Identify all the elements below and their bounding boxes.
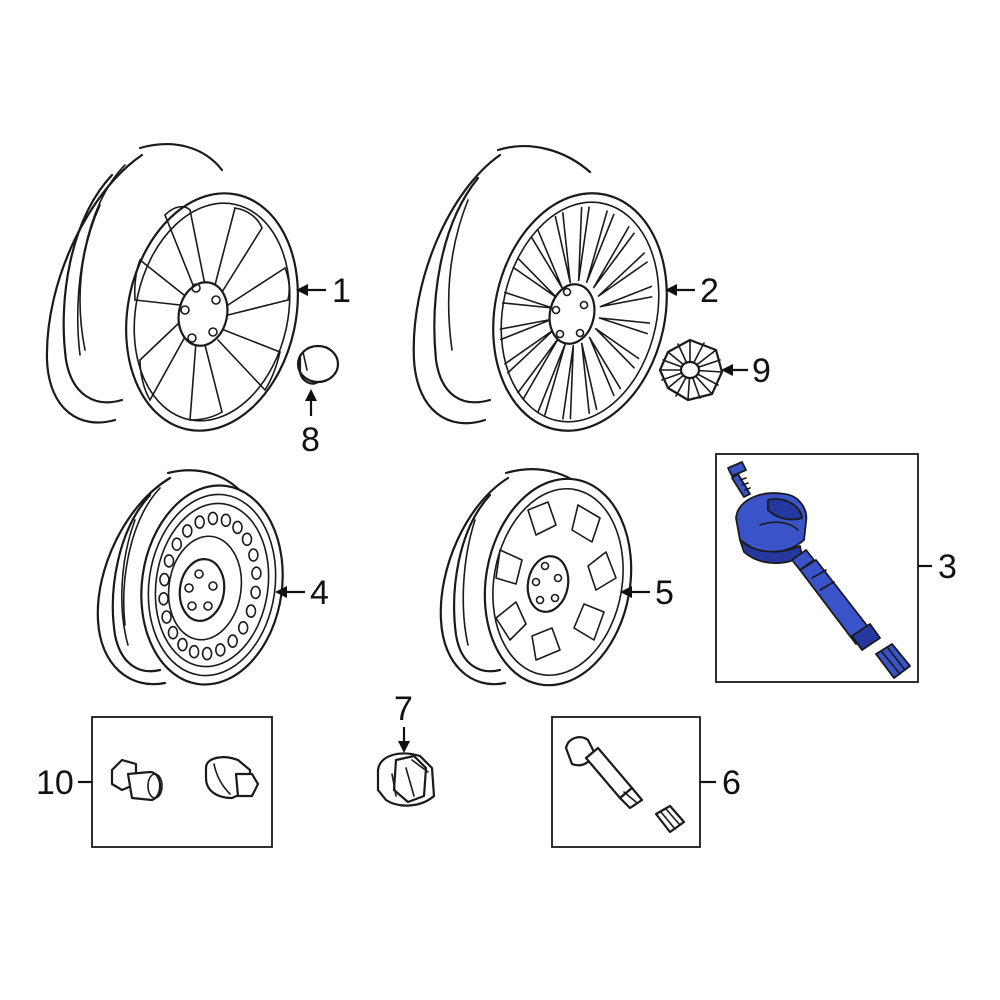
wheel-lock-set-10[interactable] xyxy=(91,716,273,848)
callout-8-label: 8 xyxy=(301,421,320,459)
vent-hole xyxy=(250,585,261,600)
vent-hole xyxy=(182,524,193,538)
callout-4-label: 4 xyxy=(310,574,329,612)
vent-hole xyxy=(227,634,238,648)
spoke-line xyxy=(594,327,640,369)
tpms-valve-cap xyxy=(875,643,911,679)
callout-6-label: 6 xyxy=(722,764,741,802)
vent-hole xyxy=(232,520,243,535)
spoke-line xyxy=(588,336,622,397)
callout-5-label: 5 xyxy=(655,574,674,612)
spoke-line xyxy=(598,317,651,335)
spoke-line xyxy=(517,337,560,400)
spoke-line xyxy=(562,344,575,420)
wheel-5-alloy-window[interactable] xyxy=(439,467,647,697)
callout-1: 1 xyxy=(296,272,351,310)
vent-hole xyxy=(159,572,170,587)
vent-hole xyxy=(220,513,232,528)
callout-1-label: 1 xyxy=(332,272,351,310)
callout-4: 4 xyxy=(275,574,329,612)
spoke-line xyxy=(537,343,566,416)
vent-hole xyxy=(167,625,179,640)
callout-10: 10 xyxy=(36,764,92,802)
spoke-line xyxy=(581,342,598,414)
callout-7-label: 7 xyxy=(394,690,413,728)
spoke-line xyxy=(512,257,558,299)
vent-hole xyxy=(241,532,253,547)
valve-stem-kit-6[interactable] xyxy=(551,716,701,848)
spoke-line xyxy=(592,226,635,289)
spoke-line xyxy=(499,318,553,341)
vent-hole xyxy=(177,637,188,652)
callout-7: 7 xyxy=(394,690,413,753)
vent-hole xyxy=(163,554,175,568)
tpms-valve-stem xyxy=(791,549,881,651)
callout-3-label: 3 xyxy=(938,548,957,586)
lug-nut-7[interactable] xyxy=(376,752,436,807)
callout-9-label: 9 xyxy=(752,352,771,390)
callout-6: 6 xyxy=(700,764,741,802)
valve-cap xyxy=(654,804,686,834)
spoke-line xyxy=(586,210,615,283)
vent-hole xyxy=(237,620,249,635)
wheel-lock-key xyxy=(204,756,260,800)
tpms-screw xyxy=(727,461,751,498)
tpms-kit-frame xyxy=(715,453,919,683)
wheel-4-steel-spare[interactable] xyxy=(96,469,295,693)
valve-stem xyxy=(564,736,644,810)
callout-8: 8 xyxy=(301,389,320,459)
vent-hole xyxy=(201,646,213,661)
spoke-line xyxy=(599,285,653,308)
vent-hole xyxy=(207,511,219,526)
spoke-line xyxy=(530,229,564,290)
vent-hole xyxy=(248,548,259,562)
center-cap-9[interactable] xyxy=(658,338,724,402)
callout-10-label: 10 xyxy=(36,764,74,802)
callout-5: 5 xyxy=(620,574,674,612)
wheel-lock-bolt xyxy=(110,758,163,802)
callout-3: 3 xyxy=(918,548,957,586)
vent-hole xyxy=(194,515,205,529)
spoke-line xyxy=(597,252,648,297)
vent-hole xyxy=(188,644,200,659)
vent-hole xyxy=(215,643,226,657)
vent-hole xyxy=(171,537,183,552)
vent-hole xyxy=(251,566,262,581)
callout-2: 2 xyxy=(665,272,719,310)
wheel-2-alloy-multi-spoke[interactable] xyxy=(412,145,688,447)
center-cap-8[interactable] xyxy=(296,344,340,385)
spoke-line xyxy=(554,212,571,284)
vent-hole xyxy=(161,610,172,624)
vent-hole xyxy=(245,604,257,618)
tpms-sensor-body xyxy=(735,492,808,564)
callout-9: 9 xyxy=(721,352,771,390)
tpms-sensor-kit-3[interactable] xyxy=(715,453,919,683)
wheel-1-alloy-split-spoke[interactable] xyxy=(45,143,319,447)
spoke-line xyxy=(577,206,590,282)
spoke-line xyxy=(501,291,554,309)
spoke-line xyxy=(504,329,555,374)
callout-2-label: 2 xyxy=(700,272,719,310)
